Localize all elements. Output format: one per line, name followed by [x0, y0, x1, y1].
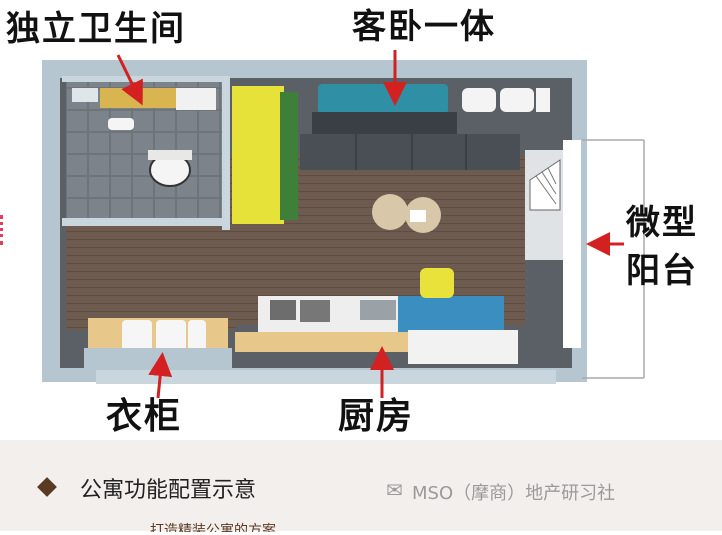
- wechat-icon: ✉: [386, 478, 403, 502]
- label-balcony-line2: 阳台: [626, 251, 698, 291]
- caption-footer: [0, 440, 722, 531]
- footer-caption: 公寓功能配置示意: [80, 478, 257, 503]
- kitchen-area: [235, 268, 518, 364]
- wardrobe: [84, 318, 232, 368]
- arrow-bathroom: [116, 54, 143, 106]
- round-table: [372, 194, 441, 233]
- bed-living-area: [300, 84, 550, 170]
- label-bathroom: 独立卫生间: [6, 9, 186, 49]
- label-kitchen: 厨房: [338, 395, 415, 437]
- bathroom-area: [62, 76, 230, 230]
- cropped-subtitle: 打造精装公寓的方案: [150, 523, 276, 532]
- watermark-text: MSO（摩商）地产研习社: [412, 483, 616, 504]
- balcony-area: [525, 139, 645, 379]
- sofa: [232, 86, 298, 224]
- label-balcony-line1: 微型: [626, 203, 698, 243]
- callout-arrows: [116, 50, 624, 399]
- label-living-bedroom: 客卧一体: [352, 7, 496, 47]
- edge-mark: [0, 215, 7, 245]
- arrow-wardrobe: [148, 352, 173, 399]
- label-wardrobe: 衣柜: [106, 395, 183, 437]
